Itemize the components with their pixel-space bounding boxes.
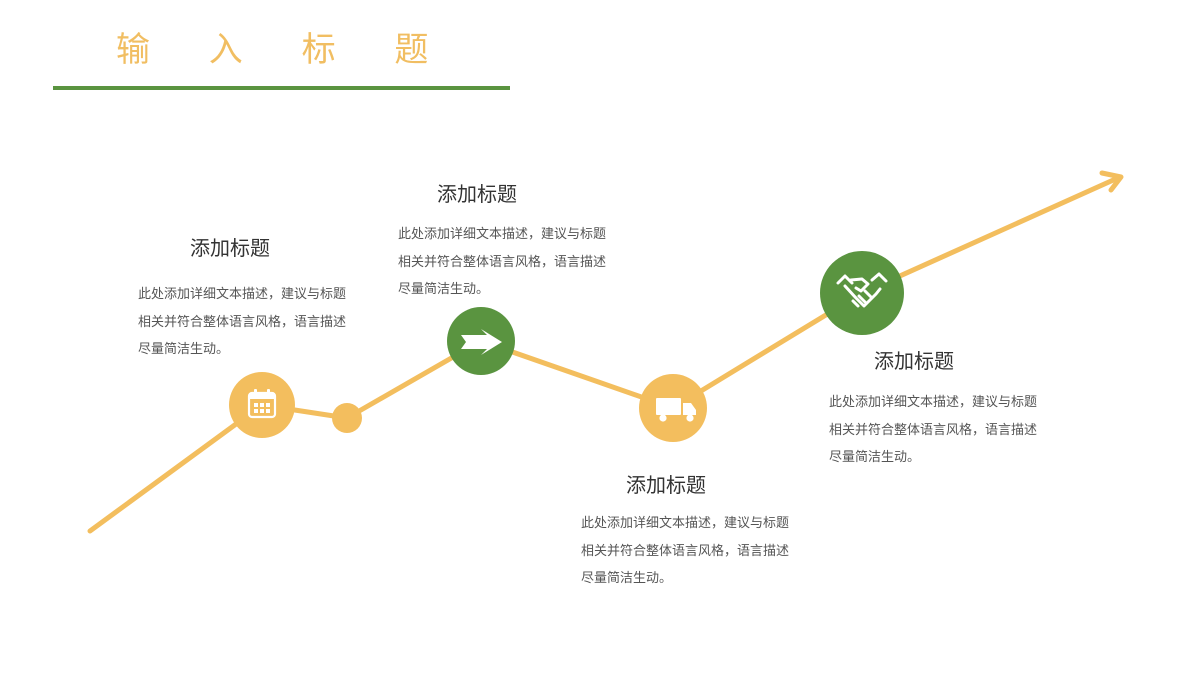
- trend-arrowhead: [1099, 170, 1124, 193]
- step-2-description: 此处添加详细文本描述，建议与标题相关并符合整体语言风格，语言描述尽量简洁生动。: [398, 227, 607, 297]
- calendar-icon: [247, 389, 277, 419]
- truck-icon: [656, 398, 696, 422]
- arrow-right-icon: [461, 329, 502, 355]
- step-1-heading: 添加标题: [190, 236, 270, 260]
- step-3-heading: 添加标题: [626, 473, 706, 497]
- step-4-description: 此处添加详细文本描述，建议与标题相关并符合整体语言风格，语言描述尽量简洁生动。: [829, 395, 1038, 465]
- step-3-description: 此处添加详细文本描述，建议与标题相关并符合整体语言风格，语言描述尽量简洁生动。: [581, 516, 790, 586]
- title-underline: [53, 86, 510, 90]
- page-title: 输 入 标 题: [116, 30, 453, 70]
- node-calendar: [229, 372, 295, 438]
- node-handshake: [820, 251, 904, 335]
- step-1-description: 此处添加详细文本描述，建议与标题相关并符合整体语言风格，语言描述尽量简洁生动。: [138, 287, 347, 357]
- small-dot-node: [332, 403, 362, 433]
- step-2-heading: 添加标题: [437, 182, 517, 206]
- handshake-icon: [836, 272, 888, 308]
- node-truck: [639, 374, 707, 442]
- step-4-heading: 添加标题: [874, 349, 954, 373]
- node-arrow: [447, 307, 515, 375]
